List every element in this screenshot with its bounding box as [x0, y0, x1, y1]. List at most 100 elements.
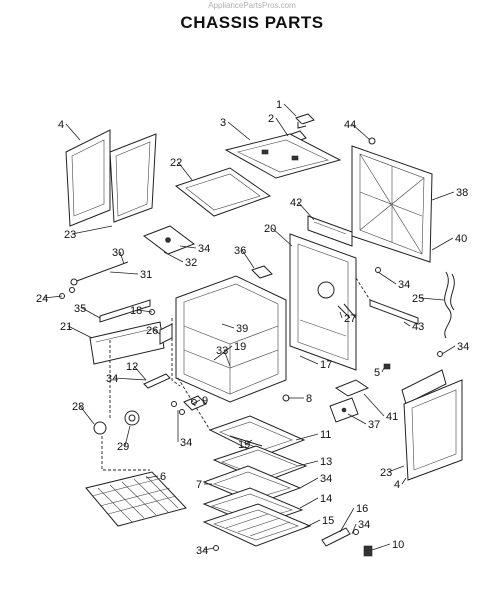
callout-26: 26: [146, 325, 158, 337]
callout-leader: [283, 103, 297, 117]
part-42-vent: [307, 215, 353, 247]
part-22-tray: [174, 167, 272, 217]
callout-35: 35: [74, 303, 86, 315]
callout-38: 38: [456, 187, 468, 199]
callout-leader: [203, 547, 215, 551]
callout-11: 11: [320, 429, 331, 441]
callout-leader: [133, 365, 147, 381]
callout-19: 19: [238, 439, 250, 451]
callout-37: 37: [368, 419, 380, 431]
dashed-guide-lines: [101, 277, 371, 471]
callout-leader: [275, 117, 289, 137]
callout-leader: [221, 323, 235, 329]
callout-leader: [303, 519, 321, 529]
callout-leader: [177, 161, 193, 181]
part-10-foot: [363, 545, 373, 557]
callout-leader: [347, 413, 367, 425]
callout-18: 18: [130, 305, 142, 317]
part-4-right-panel: [401, 369, 463, 481]
callout-leader: [145, 475, 159, 479]
callout-leader: [339, 311, 343, 319]
callout-leader: [377, 271, 397, 285]
callout-23: 23: [64, 229, 76, 241]
callout-leader: [124, 425, 131, 447]
callout-34: 34: [457, 341, 469, 353]
part-30-rod: [70, 261, 129, 286]
part-12-igniter: [143, 373, 171, 389]
watermark: AppliancePartsPros.com: [208, 1, 296, 10]
callout-leader: [119, 251, 125, 265]
callout-34: 34: [106, 373, 118, 385]
part-34-screws-c: [171, 401, 185, 415]
callout-leader: [271, 227, 293, 247]
callout-2: 2: [268, 113, 274, 125]
callout-15: 15: [322, 515, 334, 527]
callout-leader: [431, 191, 455, 201]
callout-13: 13: [320, 456, 332, 468]
part-21-element: [89, 321, 165, 365]
callout-4: 4: [58, 119, 64, 131]
callout-39: 39: [236, 323, 248, 335]
callout-leader: [245, 439, 253, 445]
callout-28: 28: [72, 401, 84, 413]
callout-leader: [227, 121, 251, 141]
callout-30: 30: [112, 247, 124, 259]
part-37-bracket: [329, 397, 359, 423]
callout-34: 34: [358, 519, 370, 531]
callout-8: 8: [306, 393, 312, 405]
callout-40: 40: [455, 233, 467, 245]
part-drawings: [59, 113, 463, 557]
callout-leader: [79, 405, 95, 425]
callout-6: 6: [160, 471, 166, 483]
callout-leader: [71, 225, 113, 235]
callout-24: 24: [36, 293, 48, 305]
callout-36: 36: [234, 245, 246, 257]
callout-leader: [153, 329, 161, 335]
callout-32: 32: [185, 257, 197, 269]
callout-25: 25: [412, 293, 424, 305]
part-34-screws-d: [213, 529, 359, 551]
part-32-bracket: [142, 225, 196, 255]
callout-34: 34: [180, 437, 192, 449]
part-28-knob: [93, 421, 107, 435]
callout-22: 22: [170, 157, 182, 169]
part-6-oven-rack: [85, 471, 187, 527]
callout-leader: [297, 201, 315, 221]
part-1-bracket: [295, 113, 315, 129]
part-29-cap: [124, 410, 140, 426]
callout-29: 29: [117, 441, 129, 453]
callout-leader: [297, 460, 319, 467]
part-26-bracket: [159, 323, 173, 345]
part-23-panel: [109, 133, 157, 223]
callout-leader: [339, 507, 355, 533]
callout-3: 3: [220, 117, 226, 129]
part-41-bracket: [334, 379, 370, 397]
callout-44: 44: [344, 119, 356, 131]
callout-19: 19: [234, 341, 246, 353]
part-38-back-panel: [351, 145, 433, 263]
callout-leader: [109, 271, 139, 275]
callout-leader: [299, 477, 319, 489]
callout-27: 27: [344, 313, 356, 325]
callout-leader: [113, 377, 147, 381]
callout-leader: [295, 433, 319, 441]
callout-leader: [179, 245, 197, 249]
callout-leader: [363, 393, 385, 417]
part-27-wires: [337, 303, 357, 319]
callout-34: 34: [198, 243, 210, 255]
callout-leader: [241, 249, 255, 269]
callout-leader: [381, 367, 385, 373]
callout-leader: [81, 307, 101, 319]
callout-34: 34: [320, 473, 332, 485]
callout-leader: [299, 355, 319, 365]
diagram-title: CHASSIS PARTS: [180, 13, 323, 32]
part-3-top-panel: [224, 133, 342, 179]
callout-9: 9: [202, 395, 208, 407]
callout-33: 33: [216, 345, 228, 357]
callout-34: 34: [398, 279, 410, 291]
callout-leader: [163, 251, 184, 263]
callout-leader: [213, 345, 233, 361]
callout-leader: [351, 123, 371, 141]
